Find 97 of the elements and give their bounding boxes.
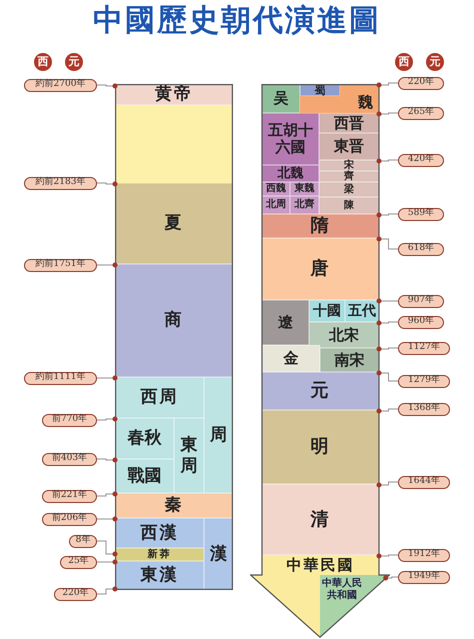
dynasty-block: 齊 bbox=[319, 171, 379, 182]
date-tag: 25年 bbox=[60, 556, 97, 568]
dynasty-block: 周 bbox=[204, 377, 233, 493]
date-tag: 907年 bbox=[398, 294, 444, 308]
leader-line bbox=[96, 262, 118, 268]
title: 中國歷史朝代演進圖 bbox=[92, 2, 382, 40]
dynasty-block: 遼 bbox=[262, 300, 309, 345]
dynasty-block: 東周 bbox=[174, 418, 204, 493]
leader-line bbox=[376, 82, 398, 88]
dynasty-block: 西晋 bbox=[319, 113, 379, 133]
dynasty-block: 西周 bbox=[115, 377, 204, 418]
date-tag: 約前1111年 bbox=[24, 372, 97, 384]
leader-line bbox=[96, 416, 118, 422]
date-tag: 前221年 bbox=[42, 490, 97, 502]
date-tag: 420年 bbox=[398, 154, 444, 166]
date-tag: 1368年 bbox=[398, 402, 450, 416]
era-label: 西 bbox=[395, 53, 413, 71]
era-label: 西 bbox=[34, 53, 52, 71]
dynasty-block: 宋 bbox=[319, 160, 379, 171]
dynasty-block: 東漢 bbox=[115, 561, 204, 590]
leader-line bbox=[376, 408, 398, 414]
dynasty-block: 秦 bbox=[115, 493, 233, 518]
leader-line bbox=[376, 158, 398, 164]
date-tag: 約前2700年 bbox=[24, 78, 97, 92]
date-tag: 1949年 bbox=[398, 570, 450, 584]
date-tag: 1279年 bbox=[398, 374, 450, 388]
leader-line bbox=[96, 492, 118, 496]
date-tag: 約前2183年 bbox=[24, 176, 97, 190]
leader-line bbox=[376, 554, 398, 558]
date-tag: 1912年 bbox=[398, 548, 450, 562]
dynasty-block: 新莽 bbox=[115, 548, 204, 561]
dynasty-block: 黄帝 bbox=[115, 84, 233, 105]
period-block bbox=[115, 105, 233, 183]
dynasty-block: 中華人民共和國 bbox=[320, 575, 390, 638]
date-tag: 1644年 bbox=[398, 476, 450, 488]
leader-line bbox=[96, 84, 118, 88]
dynasty-block: 漢 bbox=[204, 518, 233, 590]
dynasty-block: 夏 bbox=[115, 183, 233, 264]
dynasty-block: 北魏 bbox=[262, 165, 319, 182]
dynasty-block: 東晋 bbox=[319, 133, 379, 160]
dynasty-block: 蜀 bbox=[300, 84, 340, 96]
leader-line bbox=[96, 540, 118, 556]
leader-line bbox=[96, 516, 118, 522]
leader-line bbox=[96, 458, 118, 462]
date-tag: 8年 bbox=[69, 534, 97, 548]
dynasty-block: 北周 bbox=[262, 196, 290, 214]
date-tag: 220年 bbox=[398, 76, 444, 90]
dynasty-block: 五代 bbox=[345, 300, 379, 322]
dynasty-block bbox=[300, 84, 379, 113]
dynasty-block: 明 bbox=[262, 410, 379, 484]
leader-line bbox=[96, 376, 118, 380]
leader-line bbox=[383, 576, 398, 580]
leader-line bbox=[376, 112, 398, 116]
date-tag: 589年 bbox=[398, 208, 444, 220]
leader-line bbox=[376, 298, 398, 304]
dynasty-block: 梁 bbox=[319, 182, 379, 197]
timeline-arrow bbox=[250, 84, 390, 638]
leader-line bbox=[376, 346, 398, 352]
era-label: 元 bbox=[426, 53, 444, 71]
leader-line bbox=[376, 482, 398, 488]
dynasty-block: 吴 bbox=[262, 84, 300, 113]
date-tag: 960年 bbox=[398, 316, 444, 328]
era-label: 元 bbox=[65, 53, 83, 71]
leader-line bbox=[376, 236, 398, 250]
date-tag: 220年 bbox=[54, 588, 97, 600]
dynasty-block: 金 bbox=[262, 345, 320, 372]
dynasty-block: 南宋 bbox=[320, 348, 379, 372]
dynasty-block: 西魏 bbox=[262, 182, 290, 196]
date-tag: 265年 bbox=[398, 106, 444, 120]
dynasty-block: 元 bbox=[262, 372, 379, 410]
dynasty-block: 西漢 bbox=[115, 518, 204, 548]
dynasty-block: 十國 bbox=[309, 300, 345, 322]
dynasty-block: 春秋 bbox=[115, 418, 174, 459]
leader-line bbox=[96, 586, 118, 594]
leader-line bbox=[376, 320, 398, 326]
dynasty-block: 唐 bbox=[262, 238, 379, 300]
dynasty-block: 戰國 bbox=[115, 459, 174, 493]
dynasty-block: 北齊 bbox=[290, 196, 319, 214]
timeline-column bbox=[115, 84, 233, 590]
date-tag: 約前1751年 bbox=[24, 258, 97, 272]
date-tag: 618年 bbox=[398, 242, 444, 256]
dynasty-block: 商 bbox=[115, 264, 233, 377]
date-tag: 1127年 bbox=[398, 342, 450, 354]
leader-line bbox=[96, 560, 118, 564]
dynasty-block: 隋 bbox=[262, 214, 379, 238]
dynasty-block: 清 bbox=[262, 484, 379, 555]
date-tag: 前770年 bbox=[42, 414, 97, 426]
date-tag: 前403年 bbox=[42, 452, 97, 466]
dynasty-block: 北宋 bbox=[309, 322, 379, 348]
leader-line bbox=[96, 182, 118, 186]
leader-line bbox=[376, 370, 398, 382]
dynasty-name: 魏 bbox=[358, 95, 373, 110]
leader-line bbox=[376, 212, 398, 218]
date-tag: 前206年 bbox=[42, 512, 97, 526]
dynasty-block: 五胡十六國 bbox=[262, 113, 319, 165]
dynasty-block: 陳 bbox=[319, 197, 379, 214]
dynasty-block: 東魏 bbox=[290, 182, 319, 196]
